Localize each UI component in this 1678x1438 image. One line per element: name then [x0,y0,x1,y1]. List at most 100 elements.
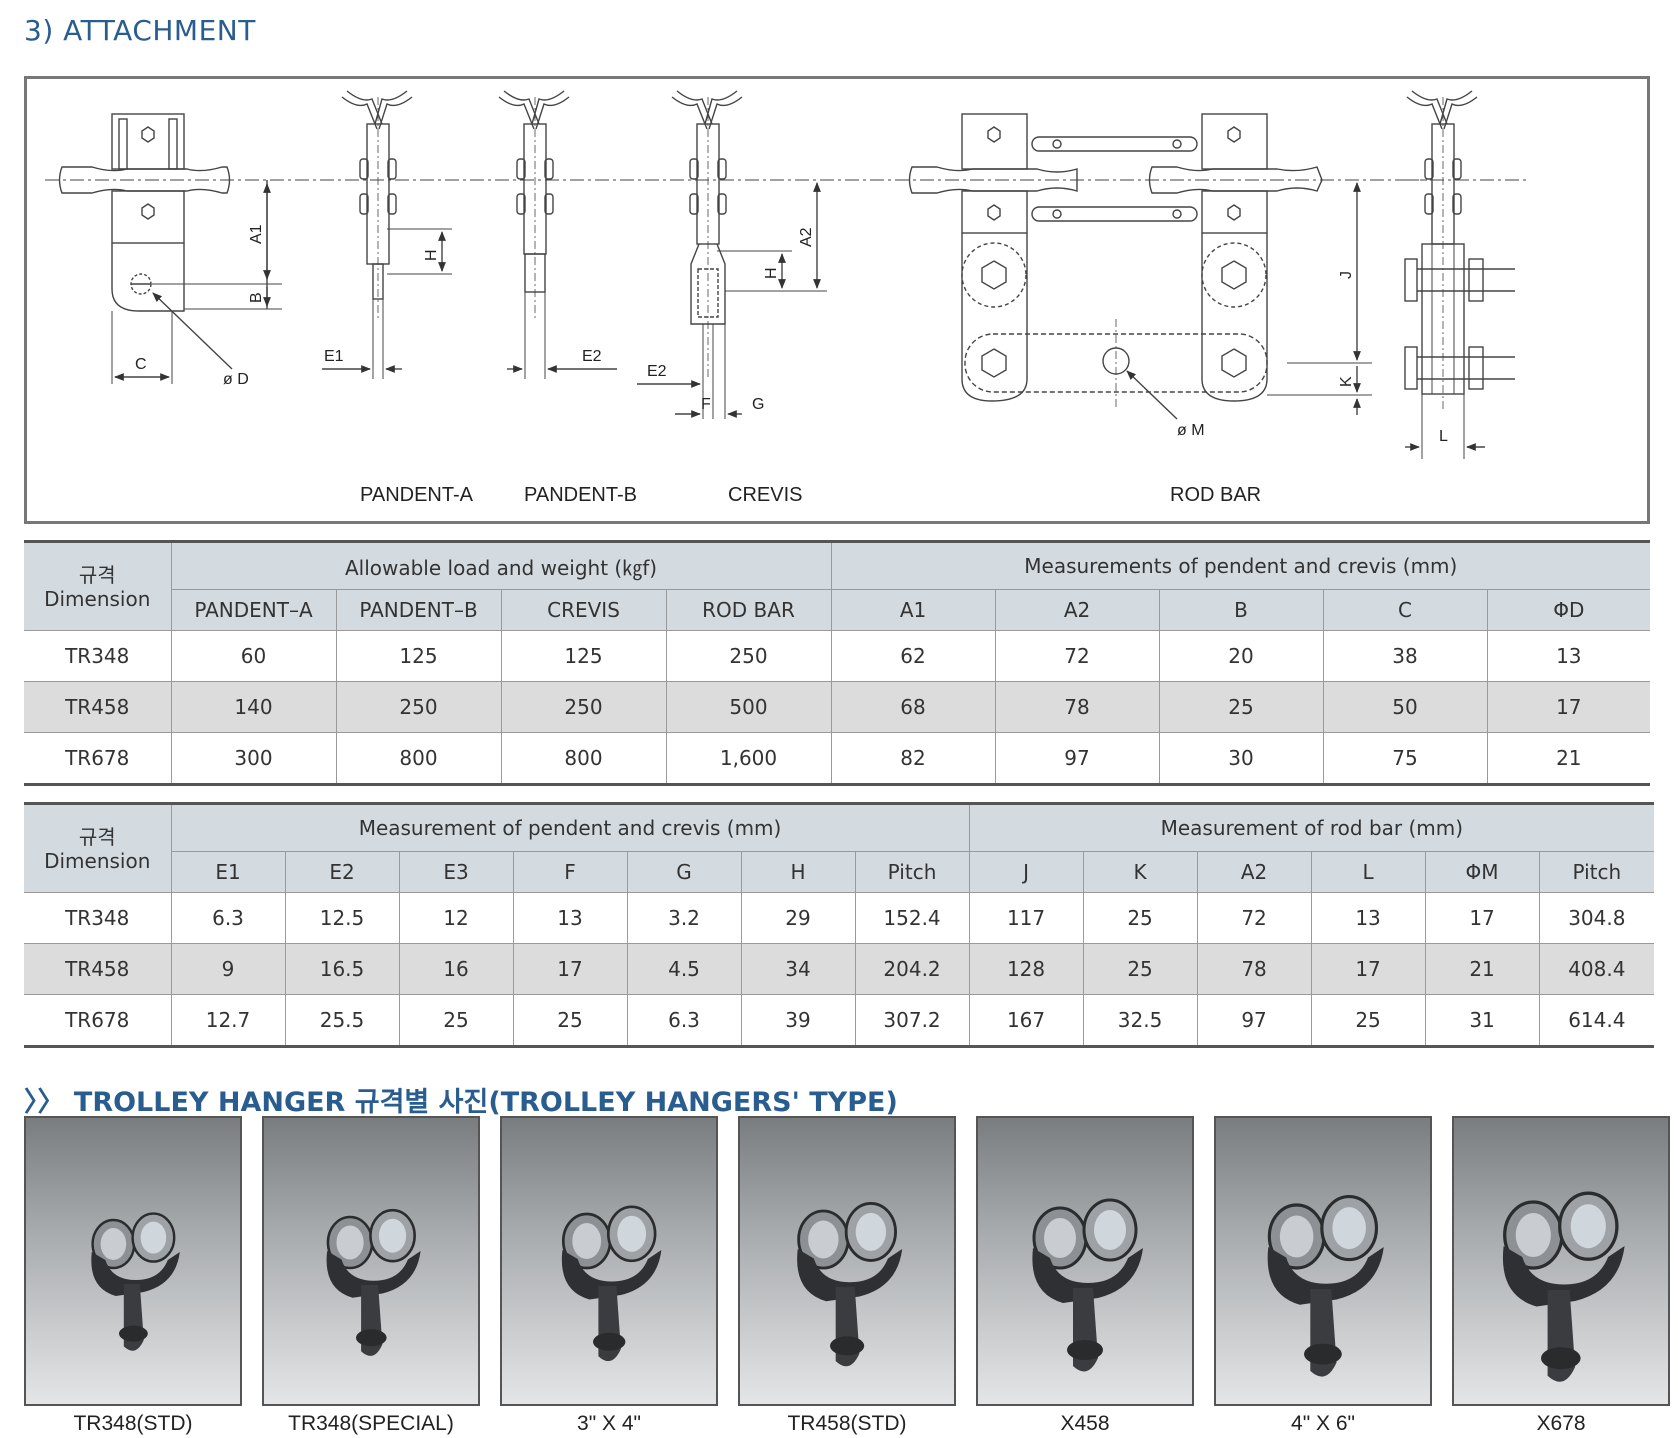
col-header: L [1310,851,1426,893]
table-cell: 21 [1424,943,1540,995]
row-name: TR458 [24,681,172,733]
table-cell: 6.3 [626,994,742,1047]
table-cell: 800 [335,732,502,785]
table-cell: 32.5 [1082,994,1198,1047]
label-j: J [1338,271,1355,279]
trolley-photo [500,1116,718,1406]
table-cell: 250 [665,630,832,682]
trolley-photo [1214,1116,1432,1406]
table-cell: 60 [170,630,337,682]
col-header: E3 [398,851,514,893]
col-header: PANDENT–A [171,589,337,631]
col-header: A2 [994,589,1160,631]
label-k: K [1338,376,1355,387]
table-cell: 12 [398,892,514,944]
group-header-pendent: Measurement of pendent and crevis (mm) [170,803,970,852]
table-cell: 204.2 [854,943,970,995]
table-cell: 17 [512,943,628,995]
trolley-hanger-title: 〉〉 TROLLEY HANGER 규격별 사진(TROLLEY HANGERS… [24,1087,898,1118]
label-m: ø M [1177,422,1205,439]
table-cell: 500 [665,681,832,733]
photo-caption: 4" X 6" [1291,1412,1355,1435]
group-header-load: Allowable load and weight (㎏f) [170,541,832,590]
table-cell: 17 [1424,892,1540,944]
table-cell: 9 [170,943,286,995]
trolley-photo [262,1116,480,1406]
table-cell: 62 [830,630,996,682]
label-b: B [248,292,265,303]
table-cell: 167 [968,994,1084,1047]
table-cell: 13 [1486,630,1651,682]
table-cell: 38 [1322,630,1488,682]
row-name: TR678 [24,732,172,785]
trolley-photo [1452,1116,1670,1406]
table-cell: 17 [1310,943,1426,995]
table-cell: 72 [994,630,1160,682]
col-header: G [626,851,742,893]
photo-caption: TR348(SPECIAL) [288,1412,454,1435]
table-cell: 125 [500,630,667,682]
table-cell: 25 [1158,681,1324,733]
col-header: Pitch [1538,851,1655,893]
label-l: L [1439,428,1448,445]
label-h-a: H [423,249,440,261]
col-header: K [1082,851,1198,893]
table-cell: 408.4 [1538,943,1655,995]
table-cell: 25 [398,994,514,1047]
table-cell: 97 [994,732,1160,785]
col-header: ΦD [1486,589,1651,631]
label-g: G [752,396,764,413]
attachment-drawing: A1 B C ø D E1 H E2 E2 F G H A2 J K ø M L [24,76,1650,524]
table-cell: 304.8 [1538,892,1655,944]
table-cell: 75 [1322,732,1488,785]
technical-drawing: A1 B C ø D E1 H E2 E2 F G H A2 J K ø M L [45,90,1529,459]
caption-crevis: CREVIS [728,484,803,506]
section-title: 3) ATTACHMENT [24,14,256,47]
table-cell: 16 [398,943,514,995]
table-cell: 117 [968,892,1084,944]
label-c: C [135,356,147,373]
table-cell: 307.2 [854,994,970,1047]
trolley-photo [24,1116,242,1406]
table-cell: 21 [1486,732,1651,785]
table-cell: 125 [335,630,502,682]
table-cell: 25 [1082,943,1198,995]
table-cell: 6.3 [170,892,286,944]
table-cell: 68 [830,681,996,733]
table-cell: 34 [740,943,856,995]
table-cell: 50 [1322,681,1488,733]
table-cell: 39 [740,994,856,1047]
col-header: A2 [1196,851,1312,893]
photo-caption: TR458(STD) [787,1412,907,1435]
label-h-c: H [763,267,780,279]
label-d: ø D [223,371,249,388]
caption-rod-bar: ROD BAR [1170,484,1262,506]
photo-caption: X458 [1060,1412,1110,1435]
caption-pandent-b: PANDENT-B [524,484,637,506]
group-header-measure: Measurements of pendent and crevis (mm) [830,541,1651,590]
col-header: B [1158,589,1324,631]
col-header: ROD BAR [665,589,832,631]
col-header: H [740,851,856,893]
table-cell: 12.5 [284,892,400,944]
table-cell: 152.4 [854,892,970,944]
row-name: TR678 [24,994,172,1047]
photo-caption: 3" X 4" [577,1412,641,1435]
label-a1: A1 [248,224,265,244]
row-name: TR348 [24,630,172,682]
table-cell: 4.5 [626,943,742,995]
table-cell: 13 [1310,892,1426,944]
col-header: PANDENT–B [335,589,502,631]
table-cell: 25.5 [284,994,400,1047]
col-header: ΦM [1424,851,1540,893]
col-header: J [968,851,1084,893]
